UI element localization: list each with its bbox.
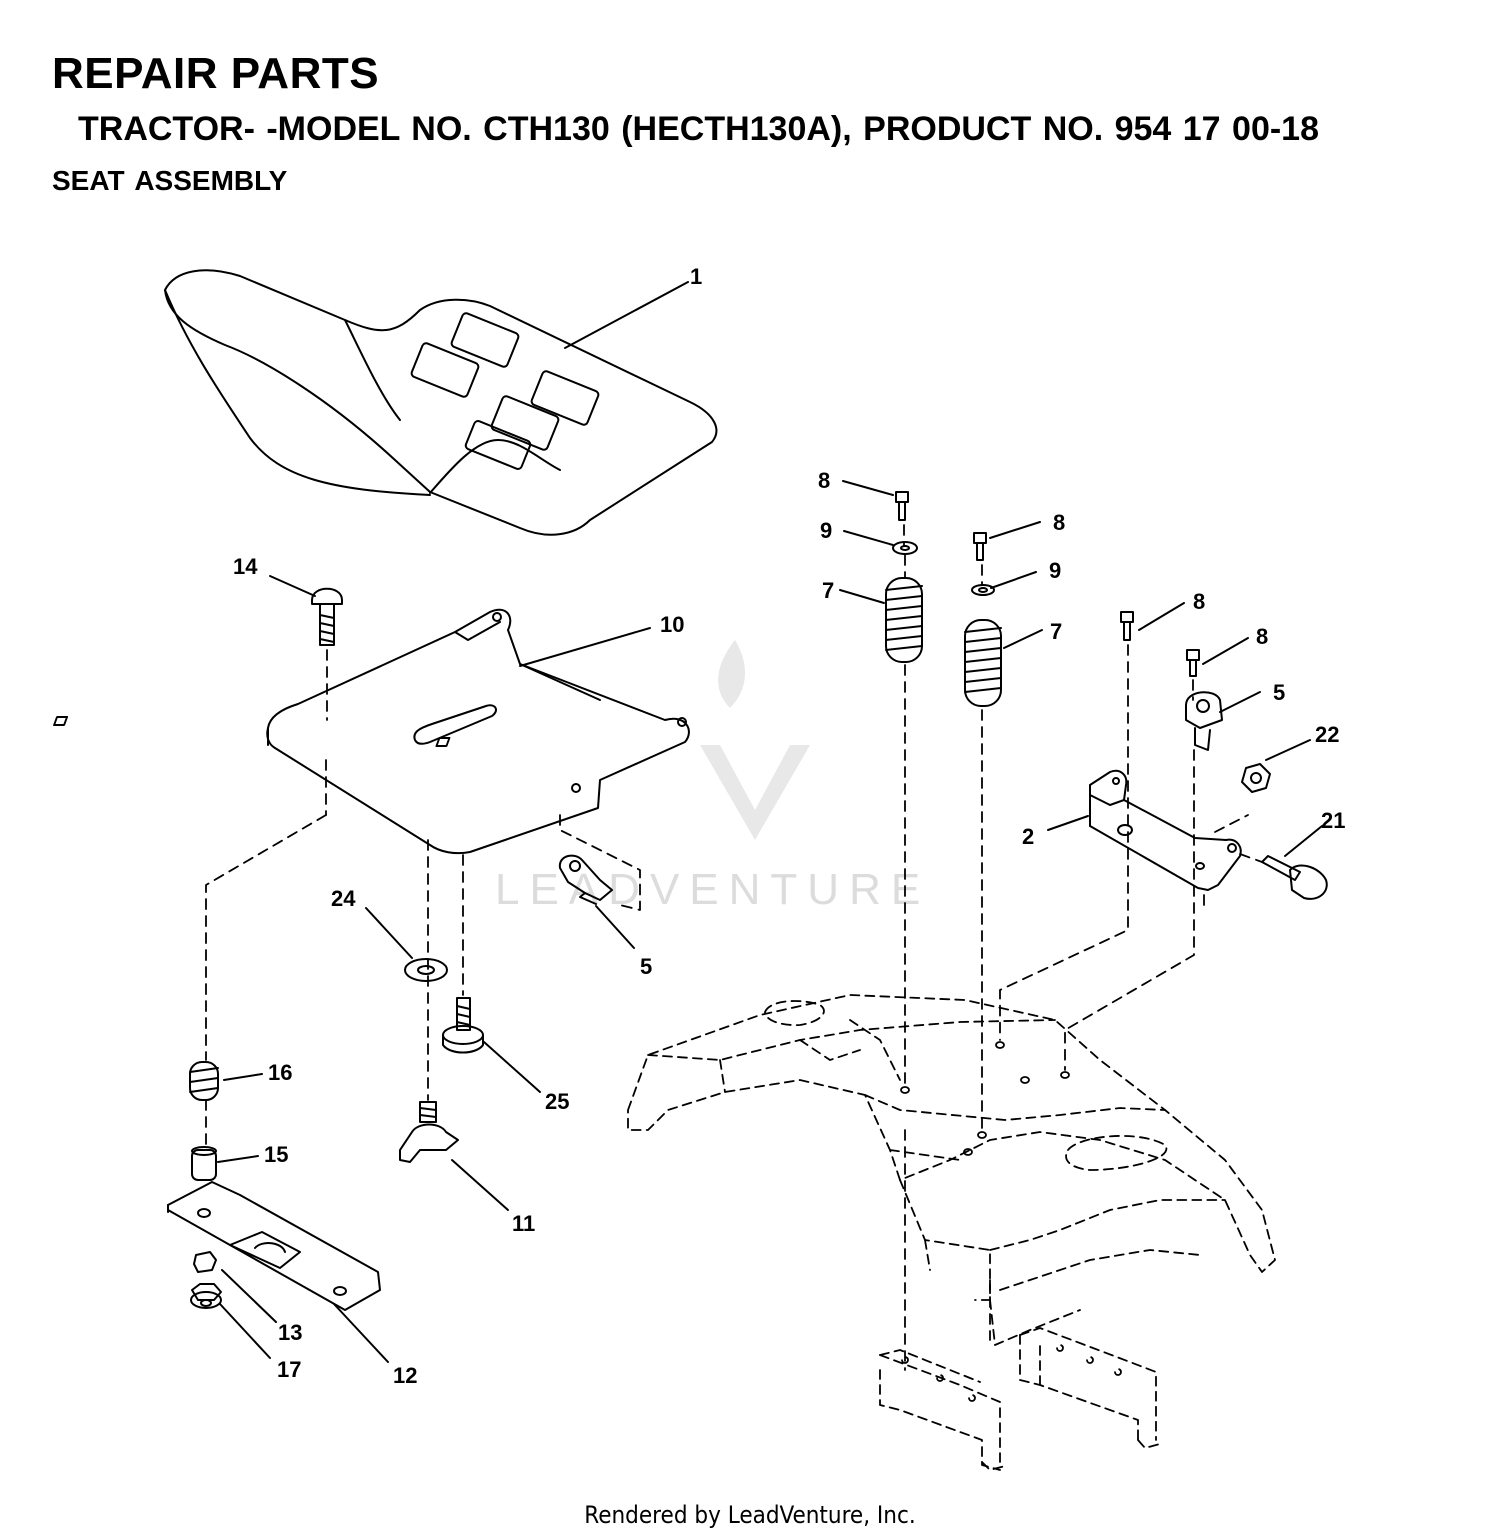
spacer-15-part <box>191 1146 217 1181</box>
callout-15: 15 <box>264 1142 288 1167</box>
callout-12: 12 <box>393 1363 417 1388</box>
bolt-8-a <box>895 491 909 521</box>
callout-9-a: 9 <box>820 518 832 543</box>
callout-1: 1 <box>690 264 702 289</box>
bracket-2-part <box>1089 769 1242 891</box>
alignment-lines <box>205 524 1263 1371</box>
washer-24-part <box>404 958 448 982</box>
callout-13: 13 <box>278 1320 302 1345</box>
section-title: SEAT ASSEMBLY <box>52 165 288 196</box>
tractor-frame <box>627 994 1276 1471</box>
clip-5-right-part <box>1185 691 1223 751</box>
callout-8-c: 8 <box>1193 589 1205 614</box>
callout-7-left: 7 <box>822 578 834 603</box>
plate-12-part <box>167 1181 381 1311</box>
callout-17: 17 <box>277 1357 301 1382</box>
carriage-bolt-part <box>311 587 343 646</box>
nut-17-part <box>190 1283 222 1309</box>
nut-22-part <box>1241 763 1271 793</box>
knob-11-part <box>399 1101 459 1163</box>
frame-holes <box>900 1041 1070 1156</box>
callout-7-right: 7 <box>1050 619 1062 644</box>
callout-24: 24 <box>331 886 356 911</box>
callout-21: 21 <box>1321 808 1345 833</box>
watermark-text: LEADVENTURE <box>495 865 930 914</box>
bolt-8-b <box>973 532 987 561</box>
callout-16: 16 <box>268 1060 292 1085</box>
clip-5-left-part <box>558 854 613 905</box>
callout-labels: 1 2 5 5 7 7 8 8 8 8 9 9 10 11 12 13 14 1… <box>233 264 1345 1388</box>
bolt-8-c <box>1120 611 1134 641</box>
washer-9-a <box>892 541 918 555</box>
callout-9-b: 9 <box>1049 558 1061 583</box>
nut-13-part <box>193 1251 217 1273</box>
leader-lines <box>217 281 1323 1363</box>
bolt-21-part <box>1261 855 1328 900</box>
washer-9-b <box>971 584 995 596</box>
callout-22: 22 <box>1315 722 1339 747</box>
seat-pan-part <box>53 608 690 855</box>
seat-part <box>164 269 718 536</box>
callout-2: 2 <box>1022 824 1034 849</box>
bolt-8-d <box>1186 649 1200 677</box>
spring-left-part <box>885 577 923 663</box>
callout-11: 11 <box>512 1211 535 1236</box>
footer-credit: Rendered by LeadVenture, Inc. <box>584 1501 916 1529</box>
spring-16-part <box>189 1061 219 1101</box>
model-subtitle: TRACTOR- -MODEL NO. CTH130 (HECTH130A), … <box>78 110 1319 148</box>
callout-8-d: 8 <box>1256 624 1268 649</box>
watermark: LEADVENTURE <box>495 640 930 914</box>
callout-8-b: 8 <box>1053 510 1065 535</box>
callout-14: 14 <box>233 554 258 579</box>
spring-right-part <box>964 619 1002 707</box>
callout-8-a: 8 <box>818 468 830 493</box>
callout-5-right: 5 <box>1273 680 1285 705</box>
callout-5-left: 5 <box>640 954 652 979</box>
callout-25: 25 <box>545 1089 569 1114</box>
bolt-25-part <box>442 997 484 1054</box>
page-title: REPAIR PARTS <box>52 49 380 98</box>
callout-10: 10 <box>660 612 684 637</box>
